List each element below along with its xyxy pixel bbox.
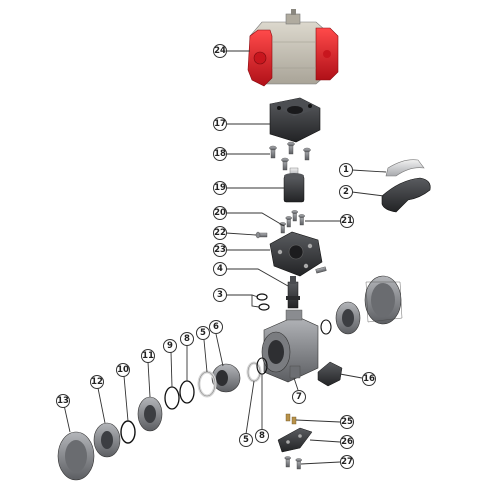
svg-text:16: 16 [363,374,375,384]
svg-text:19: 19 [214,183,226,193]
end-connector-part-12 [93,422,121,458]
end-connector-right [320,301,361,335]
callout-23: 23 [213,243,227,257]
brass-inserts-part-25 [285,413,297,425]
svg-text:5: 5 [243,435,249,445]
o-rings-part-3 [256,293,270,311]
screws-part-18 [269,141,311,171]
callout-16: 16 [362,372,376,386]
svg-text:26: 26 [341,437,353,447]
screw-part-22 [255,231,268,239]
stop-plate-part-23 [269,231,327,277]
stem-part-4 [286,276,300,309]
callout-8-upper: 8 [180,332,194,346]
svg-text:9: 9 [167,341,173,351]
svg-text:8: 8 [259,431,265,441]
svg-text:23: 23 [214,245,226,255]
callout-21: 21 [340,214,354,228]
valve-body-part-7 [261,309,319,383]
svg-text:27: 27 [341,457,353,467]
svg-text:3: 3 [217,290,223,300]
svg-text:21: 21 [341,216,353,226]
callout-2: 2 [339,185,353,199]
part-16 [317,361,343,387]
svg-text:11: 11 [142,351,154,361]
screws-part-20-21 [279,210,305,234]
svg-text:18: 18 [214,149,226,159]
svg-text:1: 1 [343,165,349,175]
svg-text:7: 7 [296,392,302,402]
callout-8-lower: 8 [255,429,269,443]
callout-11: 11 [141,349,155,363]
callout-10: 10 [116,363,130,377]
union-nut-right [364,275,403,325]
union-nut-part-13 [57,431,95,481]
svg-text:12: 12 [91,377,103,387]
svg-text:17: 17 [214,119,226,129]
seat-rings-left [164,357,268,410]
mounting-bracket-part-17 [269,97,321,143]
handle-cap-part-1 [385,159,425,177]
svg-text:24: 24 [214,46,226,56]
callout-13: 13 [56,394,70,408]
callout-6: 6 [209,320,223,334]
svg-text:25: 25 [341,417,353,427]
callout-12: 12 [90,375,104,389]
o-ring-part-10 [120,420,136,444]
callout-26: 26 [340,435,354,449]
callout-17: 17 [213,117,227,131]
svg-text:2: 2 [343,187,349,197]
svg-text:8: 8 [184,334,190,344]
callout-20: 20 [213,206,227,220]
screws-part-27 [284,456,302,470]
callout-4: 4 [213,262,227,276]
callout-5-lower: 5 [239,433,253,447]
svg-text:20: 20 [214,208,226,218]
svg-text:4: 4 [217,264,223,274]
callout-1: 1 [339,163,353,177]
svg-text:13: 13 [57,396,69,406]
callout-7: 7 [292,390,306,404]
svg-text:22: 22 [214,228,226,238]
callout-3: 3 [213,288,227,302]
callout-5-upper: 5 [196,326,210,340]
actuator-part-24 [247,9,339,87]
leader-lines [63,50,387,465]
coupling-part-19 [283,167,305,203]
callout-27: 27 [340,455,354,469]
svg-text:5: 5 [200,328,206,338]
callout-9: 9 [163,339,177,353]
callout-18: 18 [213,147,227,161]
callout-25: 25 [340,415,354,429]
end-connector-part-11 [137,396,163,432]
handle-part-2 [381,177,431,213]
callout-22: 22 [213,226,227,240]
svg-text:10: 10 [117,365,129,375]
callout-19: 19 [213,181,227,195]
callout-24: 24 [213,44,227,58]
plate-part-26 [277,427,313,453]
svg-text:6: 6 [213,322,219,332]
ball-part-6 [211,363,241,393]
